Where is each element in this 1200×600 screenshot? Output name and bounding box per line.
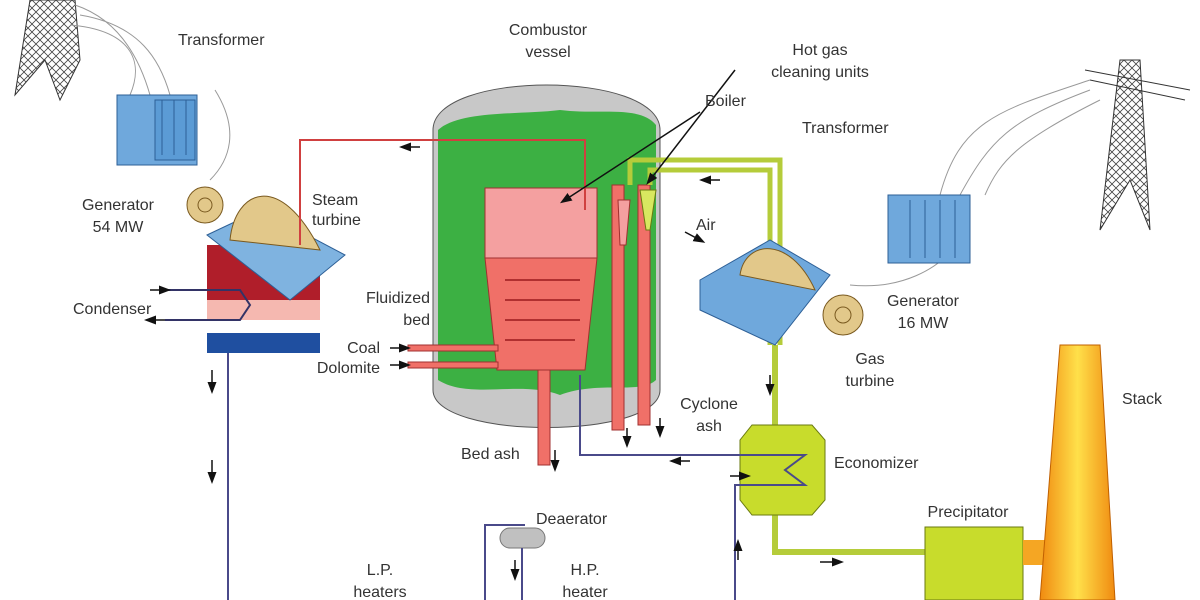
label-generator-54: Generator <box>82 197 155 214</box>
label-coal: Coal <box>347 340 380 357</box>
label-hot-gas: Hot gas <box>792 42 847 59</box>
transformer-left <box>116 94 198 166</box>
label-lp: L.P. <box>367 562 393 579</box>
label-turbine: turbine <box>312 212 361 229</box>
label-fluidized: Fluidized <box>366 290 430 307</box>
label-precipitator: Precipitator <box>928 504 1010 521</box>
label-lp-heaters: heaters <box>353 584 406 600</box>
steam-turbine <box>186 186 346 301</box>
label-combustor-vessel: vessel <box>525 44 570 61</box>
label-air: Air <box>696 217 716 234</box>
label-transformer-right: Transformer <box>802 120 889 137</box>
label-gas-turbine: turbine <box>846 373 895 390</box>
label-generator-16: Generator <box>887 293 960 310</box>
label-16mw: 16 MW <box>898 315 950 332</box>
label-cyclone: Cyclone <box>680 396 738 413</box>
flow-arrows <box>144 69 844 581</box>
precipitator <box>924 526 1048 600</box>
pylon-left-icon <box>14 0 81 102</box>
label-condenser: Condenser <box>73 301 152 318</box>
label-combustor: Combustor <box>509 22 588 39</box>
label-stack: Stack <box>1122 391 1163 408</box>
label-transformer-left: Transformer <box>178 32 265 49</box>
label-deaerator: Deaerator <box>536 511 608 528</box>
hot-gas-cleaning-units <box>611 184 657 431</box>
flue-gas-line <box>772 345 925 555</box>
label-cleaning-units: cleaning units <box>771 64 869 81</box>
gas-turbine <box>699 239 864 346</box>
label-cyclone-ash: ash <box>696 418 722 435</box>
label-hp: H.P. <box>570 562 599 579</box>
bed-ash-tube <box>537 369 551 466</box>
label-bed: bed <box>403 312 430 329</box>
economizer <box>579 375 826 600</box>
label-gas: Gas <box>855 351 884 368</box>
deaerator <box>484 524 546 600</box>
power-lines <box>69 4 1101 287</box>
label-hp-heater: heater <box>562 584 608 600</box>
boiler <box>484 187 598 371</box>
stack <box>1039 344 1116 600</box>
label-boiler: Boiler <box>705 93 747 110</box>
label-dolomite: Dolomite <box>317 360 380 377</box>
label-54mw: 54 MW <box>93 219 145 236</box>
transformer-right <box>887 194 971 264</box>
labels: Transformer Combustor vessel Hot gas cle… <box>73 22 1163 600</box>
pylon-right-icon <box>1084 59 1191 231</box>
label-bed-ash: Bed ash <box>461 446 520 463</box>
label-steam: Steam <box>312 192 358 209</box>
label-economizer: Economizer <box>834 455 919 472</box>
steam-line <box>299 139 586 245</box>
